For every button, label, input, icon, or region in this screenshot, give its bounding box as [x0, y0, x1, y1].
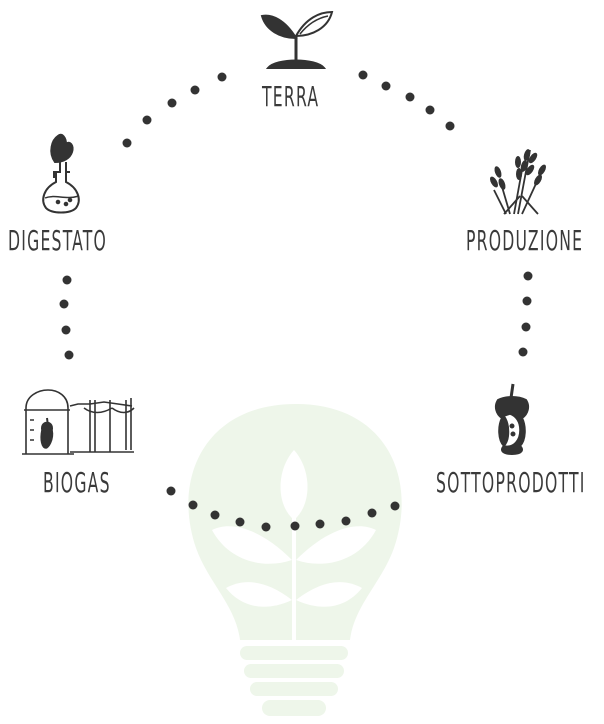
connector-dot	[190, 85, 200, 95]
node-label-terra: TERRA	[262, 80, 320, 113]
connector-dot	[167, 98, 177, 108]
node-label-digestato: DIGESTATO	[8, 224, 108, 257]
connector-dot	[59, 299, 69, 309]
connector-dot	[381, 81, 391, 91]
sprout-icon	[260, 10, 334, 69]
connector-dot	[523, 271, 533, 281]
connector-dot	[290, 521, 300, 531]
connector-dot	[522, 296, 532, 306]
connector-dot	[521, 322, 531, 332]
node-label-sottoprodotti: SOTTOPRODOTTI	[436, 466, 586, 499]
node-label-biogas: BIOGAS	[43, 466, 111, 499]
connector-dot	[367, 508, 377, 518]
connector-dot	[341, 516, 351, 526]
connector-dot	[166, 486, 176, 496]
connector-dot	[425, 105, 435, 115]
connector-dot	[261, 522, 271, 532]
apple-core-icon	[494, 383, 530, 456]
connector-dot	[188, 500, 198, 510]
connector-dot	[210, 510, 220, 520]
connector-dot	[142, 115, 152, 125]
lightbulb-plant-icon	[188, 404, 402, 716]
connector-dot	[235, 517, 245, 527]
connector-dot	[358, 70, 368, 80]
connector-dot	[64, 350, 74, 360]
connector-dot	[315, 519, 325, 529]
connector-dots	[59, 70, 533, 532]
biogas-plant-icon	[22, 389, 135, 455]
wheat-icon	[490, 149, 546, 215]
connector-dot	[62, 275, 72, 285]
connector-dot	[445, 121, 455, 131]
connector-dot	[390, 501, 400, 511]
connector-dot	[518, 347, 528, 357]
flask-icon	[42, 133, 80, 214]
connector-dot	[217, 72, 227, 82]
connector-dot	[122, 138, 132, 148]
node-label-produzione: PRODUZIONE	[466, 224, 584, 257]
connector-dot	[405, 92, 415, 102]
connector-dot	[61, 325, 71, 335]
